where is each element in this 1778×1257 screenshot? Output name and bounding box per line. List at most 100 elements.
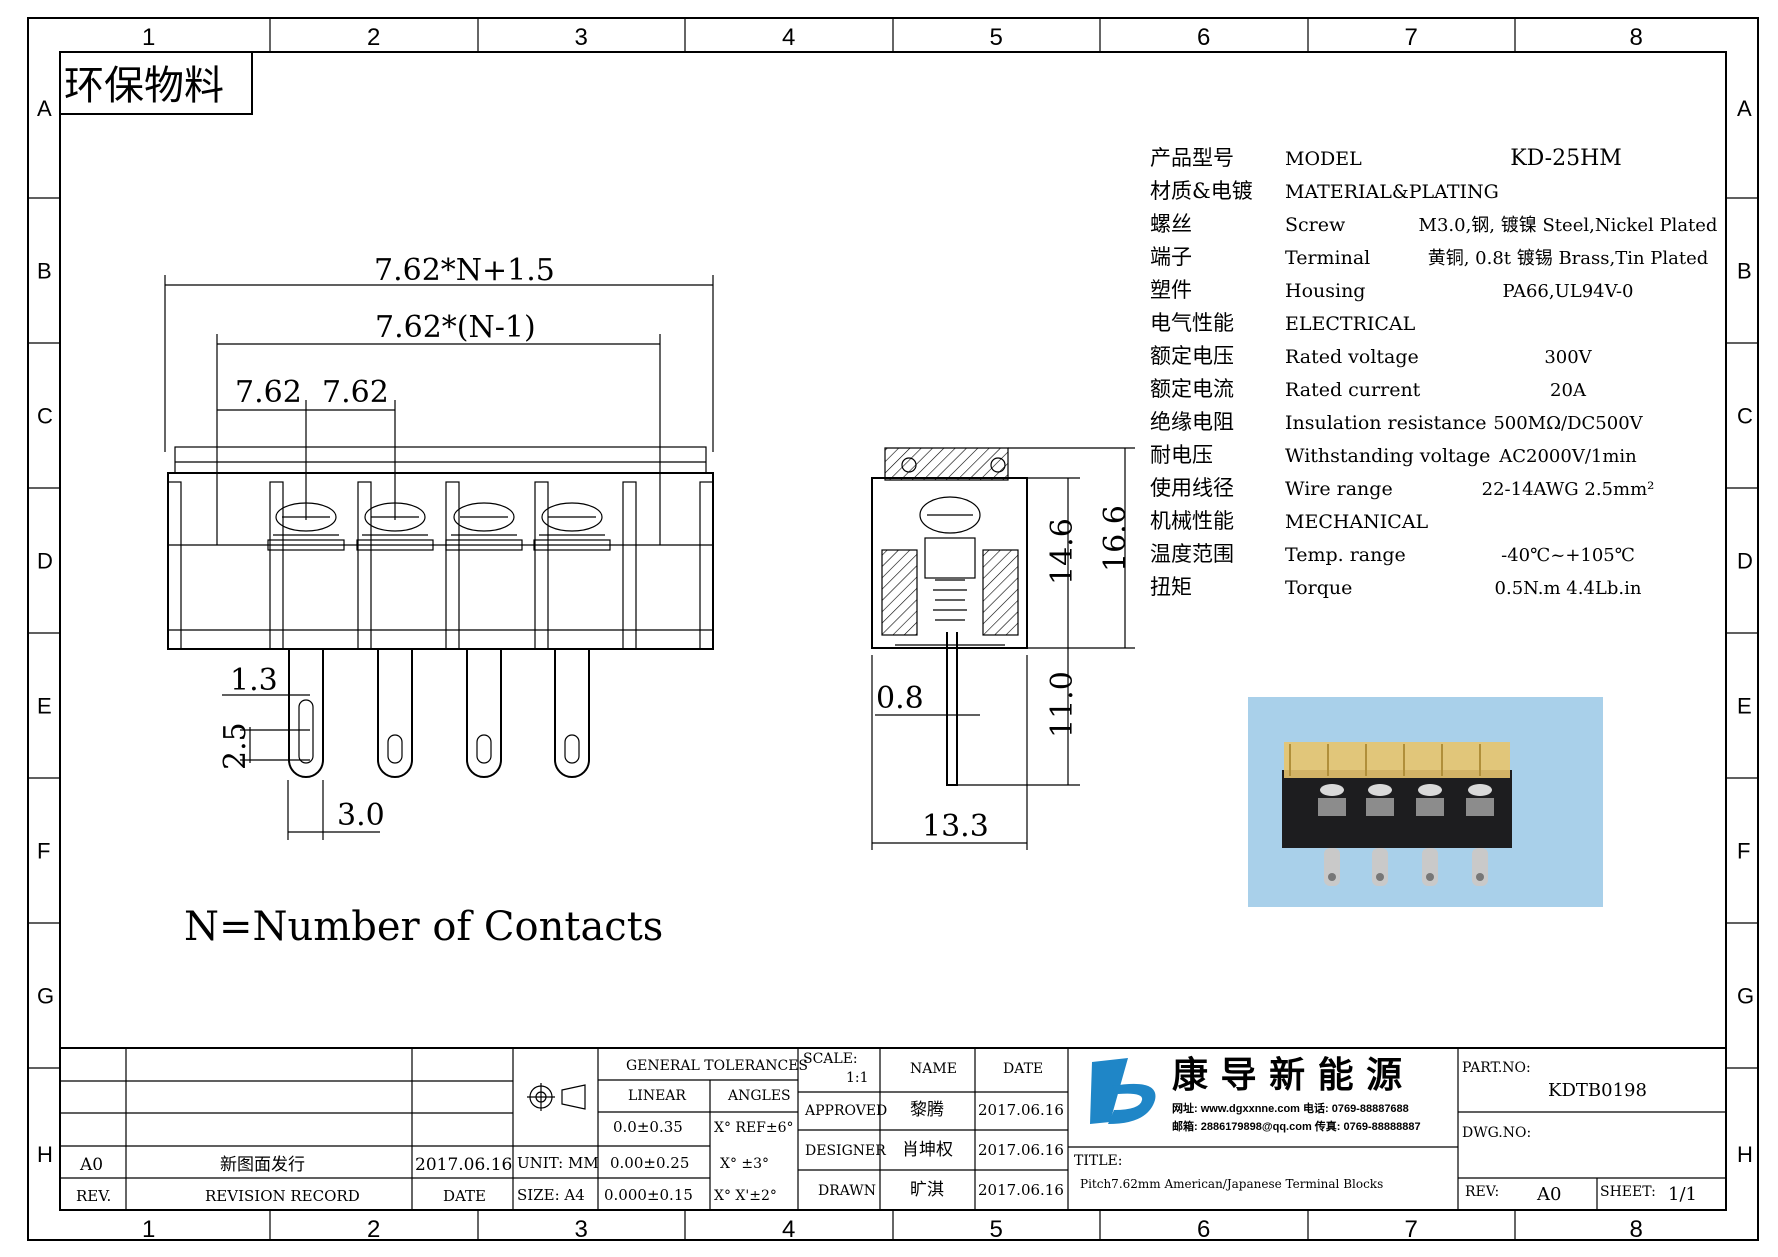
- dim-total-length: 7.62*N+1.5: [374, 253, 555, 288]
- grid-col-label: 1: [142, 1216, 155, 1243]
- grid-row-label: E: [1737, 694, 1752, 719]
- grid-row-label: A: [1737, 96, 1752, 121]
- company-contact-2: 邮箱: 2886179898@qq.com 传真: 0769-88888887: [1172, 1119, 1421, 1133]
- side-view: 14.6 16.6 0.8 11.0 13.3: [871, 447, 1135, 850]
- unit-label: UNIT: MM: [517, 1154, 599, 1172]
- angles-header: ANGLES: [727, 1088, 791, 1104]
- spec-cn-label: 端子: [1150, 245, 1192, 269]
- spec-value: 500MΩ/DC500V: [1493, 413, 1643, 434]
- tol-angle-2: X° ±3°: [720, 1156, 769, 1172]
- grid-col-label: 8: [1630, 1216, 1643, 1243]
- spec-cn-label: 电气性能: [1150, 311, 1234, 335]
- spec-cn-label: 额定电流: [1150, 377, 1234, 401]
- spec-en-label: Withstanding voltage: [1285, 445, 1490, 467]
- rev-value: A0: [79, 1155, 103, 1175]
- spec-cn-label: 使用线径: [1150, 476, 1234, 500]
- tol-linear-2: 0.00±0.25: [610, 1154, 689, 1172]
- spec-cn-label: 螺丝: [1150, 212, 1192, 236]
- grid-row-label: C: [1737, 404, 1753, 429]
- front-view: 7.62*N+1.5 7.62*(N-1) 7.62 7.62 1.3 2.5 …: [164, 253, 714, 840]
- grid-row-label: F: [37, 839, 50, 864]
- tol-angle-1: X° REF±6°: [714, 1120, 794, 1136]
- grid-col-label: 8: [1630, 24, 1643, 51]
- dim-depth: 13.3: [922, 809, 989, 844]
- grid-col-label: 5: [990, 24, 1003, 51]
- dim-hole: 2.5: [218, 722, 253, 770]
- grid-row-label: B: [1737, 259, 1752, 284]
- sheet-label: SHEET:: [1600, 1184, 1656, 1200]
- rev-header: REV.: [76, 1187, 111, 1205]
- tol-angle-3: X° X'±2°: [714, 1188, 777, 1204]
- spec-value: 300V: [1544, 347, 1592, 368]
- designer-name: 肖坤权: [902, 1140, 953, 1160]
- dim-span: 7.62*(N-1): [375, 310, 536, 345]
- spec-en-label: Rated current: [1285, 379, 1421, 401]
- grid-row-label: G: [1737, 984, 1754, 1009]
- dim-pin-thickness: 0.8: [876, 681, 924, 716]
- grid-col-label: 1: [142, 24, 155, 51]
- grid-row-label: H: [1737, 1142, 1753, 1167]
- dim-body-height: 14.6: [1045, 518, 1080, 585]
- rev-record-header: REVISION RECORD: [205, 1187, 360, 1205]
- spec-value: PA66,UL94V-0: [1503, 281, 1634, 302]
- drawing-title: Pitch7.62mm American/Japanese Terminal B…: [1080, 1177, 1383, 1191]
- grid-row-label: C: [37, 404, 53, 429]
- spec-en-label: Terminal: [1285, 247, 1370, 269]
- dim-pin-width: 1.3: [230, 663, 278, 698]
- product-photo: [1248, 697, 1603, 907]
- spec-value: AC2000V/1min: [1498, 446, 1637, 467]
- grid-col-label: 4: [782, 1216, 795, 1243]
- scale-label: SCALE:: [803, 1051, 858, 1067]
- grid-col-label: 4: [782, 24, 795, 51]
- spec-en-label: Screw: [1285, 214, 1346, 236]
- linear-header: LINEAR: [628, 1088, 686, 1104]
- spec-value: 0.5N.m 4.4Lb.in: [1495, 578, 1642, 599]
- company-name: 康 导 新 能 源: [1172, 1054, 1402, 1096]
- spec-en-label: Insulation resistance: [1285, 412, 1487, 434]
- spec-en-label: MECHANICAL: [1285, 511, 1429, 533]
- grid-col-label: 7: [1405, 24, 1418, 51]
- grid-row-label: E: [37, 694, 52, 719]
- spec-value: 22-14AWG 2.5mm²: [1482, 479, 1655, 500]
- spec-value: 黄铜, 0.8t 镀锡 Brass,Tin Plated: [1428, 248, 1709, 269]
- company-logo: [1090, 1058, 1156, 1124]
- rev-date: 2017.06.16: [415, 1155, 512, 1175]
- general-tolerances: GENERAL TOLERANCES: [626, 1058, 808, 1074]
- spec-cn-label: 塑件: [1150, 278, 1192, 302]
- dim-pin-pitch: 3.0: [337, 798, 385, 833]
- spec-en-label: Wire range: [1285, 478, 1393, 500]
- grid-col-label: 5: [990, 1216, 1003, 1243]
- designer-date: 2017.06.16: [978, 1141, 1064, 1159]
- approved-date: 2017.06.16: [978, 1101, 1064, 1119]
- sheet-number: 1/1: [1668, 1184, 1697, 1205]
- drawn-label: DRAWN: [818, 1183, 876, 1199]
- spec-en-label: MODEL: [1285, 148, 1362, 170]
- rev-date-header: DATE: [443, 1187, 486, 1205]
- grid-row-label: F: [1737, 839, 1750, 864]
- name-header: NAME: [910, 1061, 957, 1077]
- grid-col-label: 3: [575, 24, 588, 51]
- spec-en-label: Temp. range: [1285, 544, 1406, 566]
- part-no-label: PART.NO:: [1462, 1060, 1531, 1076]
- part-no: KDTB0198: [1548, 1080, 1647, 1101]
- grid-col-label: 6: [1197, 24, 1210, 51]
- scale-value: 1:1: [846, 1070, 869, 1086]
- spec-en-label: Housing: [1285, 280, 1365, 302]
- spec-cn-label: 额定电压: [1150, 344, 1234, 368]
- grid-col-label: 6: [1197, 1216, 1210, 1243]
- spec-value: KD-25HM: [1510, 146, 1622, 171]
- spec-en-label: ELECTRICAL: [1285, 313, 1416, 335]
- spec-en-label: Rated voltage: [1285, 346, 1419, 368]
- grid-col-label: 2: [367, 1216, 380, 1243]
- grid-col-label: 3: [575, 1216, 588, 1243]
- title-block: A0 新图面发行 2017.06.16 REV. REVISION RECORD…: [59, 1047, 1727, 1211]
- approved-label: APPROVED: [804, 1103, 887, 1119]
- designer-label: DESIGNER: [805, 1143, 886, 1159]
- grid-row-label: D: [1737, 549, 1753, 574]
- grid-col-label: 2: [367, 24, 380, 51]
- spec-value: -40℃~+105℃: [1501, 545, 1635, 566]
- eco-stamp: 环保物料: [64, 63, 224, 109]
